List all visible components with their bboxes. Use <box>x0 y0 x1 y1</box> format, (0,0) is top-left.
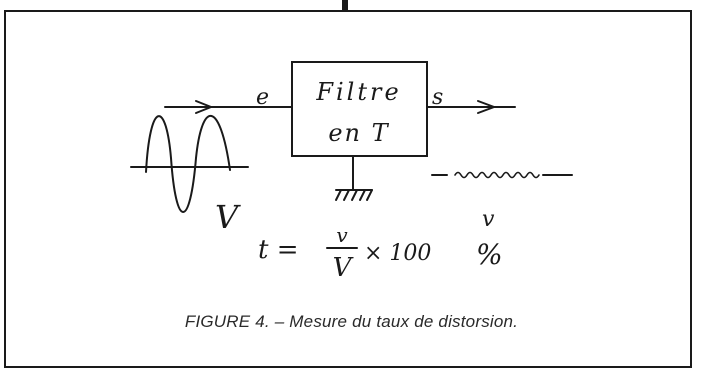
formula-multiplier: × 100 <box>364 241 431 266</box>
input-label: e <box>256 85 269 110</box>
figure-caption: FIGURE 4. – Mesure du taux de distorsion… <box>184 312 519 331</box>
input-sine-wave <box>145 114 231 213</box>
input-arrow-icon <box>195 100 214 114</box>
formula-lhs: t = <box>258 235 299 265</box>
output-residual-wave <box>454 171 540 179</box>
output-label: s <box>432 85 443 110</box>
ground-hatch-icon <box>335 189 373 201</box>
filter-label-line2: en T <box>328 119 389 147</box>
figure-frame <box>4 10 692 368</box>
top-edge-mark <box>342 0 348 12</box>
formula-denominator: V <box>333 253 354 283</box>
filter-box <box>291 61 428 157</box>
input-amplitude-label: V <box>215 198 241 236</box>
formula-percent: % <box>476 238 503 271</box>
output-arrow-icon <box>477 100 497 114</box>
output-amplitude-label: v <box>482 207 495 232</box>
formula-numerator: v <box>336 223 348 247</box>
filter-label-line1: Filtre <box>315 78 401 106</box>
